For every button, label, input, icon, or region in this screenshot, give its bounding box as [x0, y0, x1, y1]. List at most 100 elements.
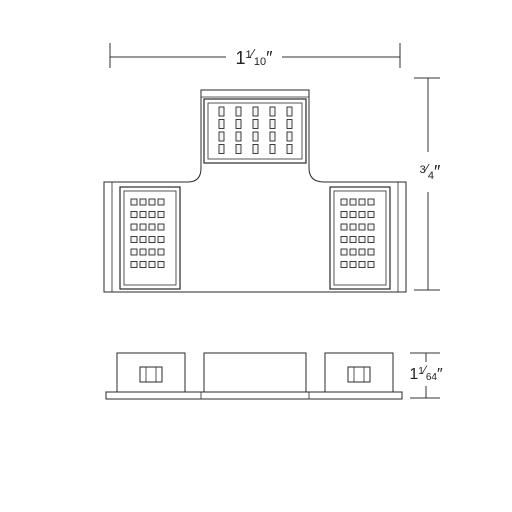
- top-module-led: [286, 119, 293, 129]
- right-module-led: [349, 223, 357, 231]
- left-module-led: [130, 198, 138, 206]
- right-module-led: [367, 198, 375, 206]
- left-module-led: [139, 223, 147, 231]
- top-module-led: [286, 131, 293, 142]
- height-denominator: 4: [428, 170, 434, 182]
- side-base-plate: [105, 391, 403, 400]
- center-block: [203, 352, 307, 393]
- right-module-led-grid: [340, 198, 375, 268]
- left-module-led: [148, 223, 156, 231]
- left-module-led: [148, 248, 156, 256]
- left-module-led: [130, 236, 138, 243]
- top-module-led: [235, 106, 242, 117]
- top-module-led: [235, 119, 242, 129]
- left-module-led: [148, 261, 156, 268]
- right-module-led: [358, 236, 366, 243]
- right-module-led: [340, 261, 348, 268]
- top-module-led: [235, 144, 242, 154]
- left-module-led: [139, 198, 147, 206]
- width-numerator: 1: [246, 49, 252, 61]
- left-module-led: [139, 261, 147, 268]
- top-module-led: [218, 144, 225, 154]
- width-denominator: 10: [254, 56, 266, 68]
- right-module-led: [340, 211, 348, 218]
- left-latch: [139, 366, 163, 383]
- right-module-led: [358, 211, 366, 218]
- width-dimension: 11⁄10″: [109, 43, 401, 68]
- right-module-led: [349, 248, 357, 256]
- left-module-led: [148, 198, 156, 206]
- left-module-led: [148, 236, 156, 243]
- right-module-led: [349, 236, 357, 243]
- left-module-led: [157, 261, 165, 268]
- right-module-led: [358, 261, 366, 268]
- left-module-led: [157, 223, 165, 231]
- top-module-led: [269, 131, 276, 142]
- top-module-led: [252, 106, 259, 117]
- left-module-led-grid: [130, 198, 165, 268]
- top-module-led: [269, 119, 276, 129]
- right-module-led: [349, 198, 357, 206]
- right-module-led: [358, 198, 366, 206]
- top-module-led: [286, 106, 293, 117]
- right-module-led: [340, 236, 348, 243]
- height-mark: ″: [434, 162, 441, 182]
- right-module-led: [340, 223, 348, 231]
- top-module-led: [218, 131, 225, 142]
- left-module-led: [130, 211, 138, 218]
- top-module-led: [269, 106, 276, 117]
- right-module-led: [349, 211, 357, 218]
- left-module-led: [157, 211, 165, 218]
- left-connector-block: [116, 352, 186, 393]
- depth-dimension: 11⁄64″: [409, 352, 443, 399]
- left-end-strip: [103, 181, 113, 293]
- right-module-led: [367, 236, 375, 243]
- right-module-led: [358, 248, 366, 256]
- right-module-led: [349, 261, 357, 268]
- left-module-led: [130, 248, 138, 256]
- left-module-led: [130, 261, 138, 268]
- depth-mark: ″: [437, 366, 443, 383]
- left-module-led: [157, 198, 165, 206]
- depth-whole: 1: [409, 366, 418, 383]
- width-whole: 1: [236, 48, 246, 68]
- right-module: [329, 186, 391, 290]
- right-module-led: [367, 211, 375, 218]
- top-module: [203, 98, 307, 164]
- top-module-led: [252, 144, 259, 154]
- right-module-led: [367, 223, 375, 231]
- right-module-led: [367, 248, 375, 256]
- left-module-led: [157, 236, 165, 243]
- top-module-led: [218, 119, 225, 129]
- right-connector-block: [324, 352, 394, 393]
- depth-label: 11⁄64″: [409, 363, 443, 383]
- right-module-led: [340, 248, 348, 256]
- height-dimension: 3⁄4″: [414, 77, 441, 291]
- side-view: [105, 352, 403, 400]
- top-view: [103, 89, 407, 293]
- top-module-led: [269, 144, 276, 154]
- top-module-led: [218, 106, 225, 117]
- left-module-led: [139, 211, 147, 218]
- right-module-led: [367, 261, 375, 268]
- right-module-led: [340, 198, 348, 206]
- right-latch: [347, 366, 371, 383]
- left-module: [119, 186, 181, 290]
- height-numerator: 3: [420, 164, 426, 176]
- right-end-strip: [397, 181, 407, 293]
- top-module-led: [252, 119, 259, 129]
- depth-numerator: 1: [418, 366, 424, 377]
- top-module-led-grid: [218, 106, 293, 154]
- depth-denominator: 64: [426, 372, 438, 383]
- top-module-led: [235, 131, 242, 142]
- top-module-led: [252, 131, 259, 142]
- width-mark: ″: [266, 48, 273, 68]
- left-module-led: [148, 211, 156, 218]
- top-module-led: [286, 144, 293, 154]
- left-module-led: [130, 223, 138, 231]
- left-module-led: [139, 248, 147, 256]
- height-label: 3⁄4″: [420, 161, 441, 182]
- width-label: 11⁄10″: [236, 46, 274, 68]
- right-module-led: [358, 223, 366, 231]
